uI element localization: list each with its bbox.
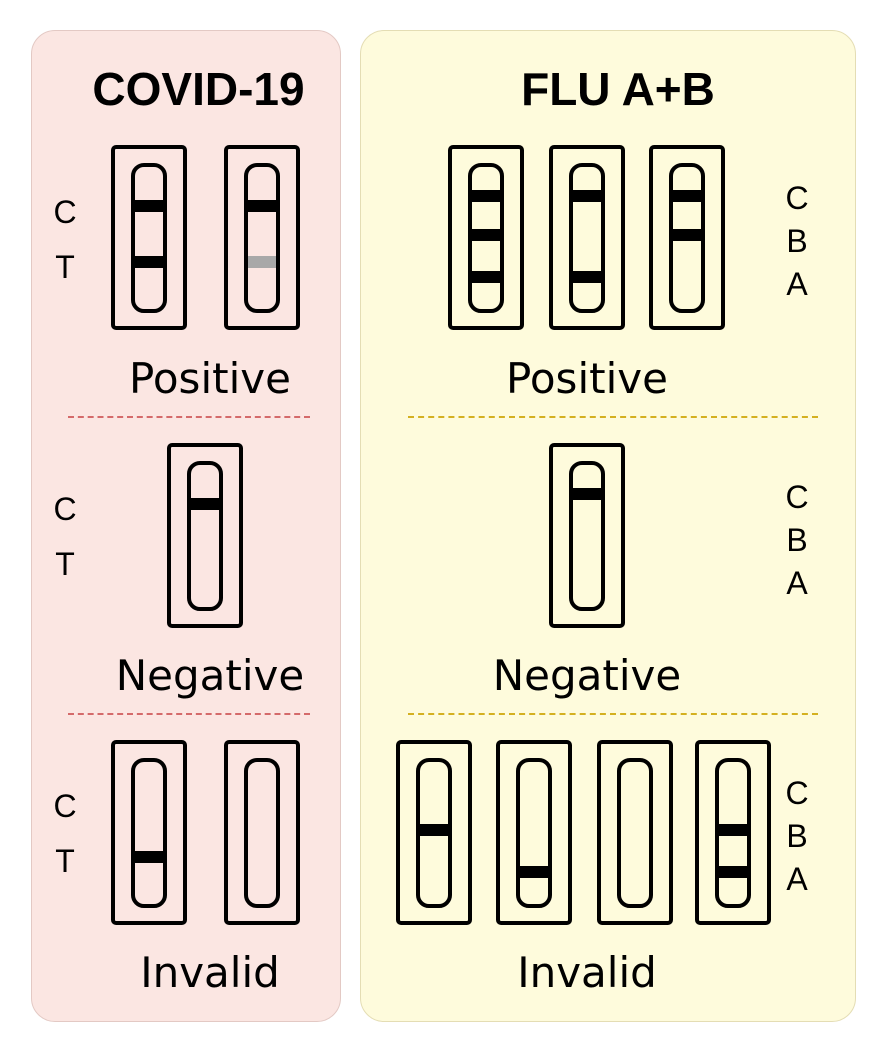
flu-result-invalid: Invalid (517, 948, 657, 997)
flu-band-c (472, 190, 500, 202)
covid-line-label-c: C (53, 788, 77, 824)
flu-result-window (715, 757, 751, 908)
flu-line-label-c: C (785, 775, 809, 811)
covid-result-window (244, 162, 280, 313)
covid-divider (68, 713, 310, 715)
covid-band-c (248, 200, 276, 212)
flu-test-cassette (649, 145, 725, 330)
covid-divider (68, 416, 310, 418)
flu-test-cassette (549, 443, 625, 628)
covid-band-t-faint (248, 256, 276, 268)
covid-line-label-t: T (55, 546, 75, 582)
covid-result-window (131, 757, 167, 908)
flu-result-window (569, 162, 605, 313)
covid-band-c (135, 200, 163, 212)
flu-band-c (573, 190, 601, 202)
flu-result-positive: Positive (506, 354, 668, 403)
covid-band-c (191, 498, 219, 510)
flu-line-label-b: B (786, 223, 808, 259)
flu-test-cassette (597, 740, 673, 925)
covid-test-cassette (224, 145, 300, 330)
flu-line-label-b: B (786, 522, 808, 558)
covid-test-cassette (224, 740, 300, 925)
flu-band-a (573, 271, 601, 283)
covid-test-cassette (167, 443, 243, 628)
flu-test-cassette (448, 145, 524, 330)
flu-band-c (573, 488, 601, 500)
flu-line-label-a: A (786, 266, 808, 302)
flu-line-label-a: A (786, 565, 808, 601)
covid-result-window (131, 162, 167, 313)
covid-result-window (244, 757, 280, 908)
flu-band-c (673, 190, 701, 202)
flu-band-a (472, 271, 500, 283)
flu-test-cassette (496, 740, 572, 925)
flu-line-label-a: A (786, 861, 808, 897)
flu-divider (408, 713, 818, 715)
flu-band-a (719, 866, 747, 878)
flu-result-window (416, 757, 452, 908)
flu-result-window (468, 162, 504, 313)
covid-band-t (135, 851, 163, 863)
covid-result-invalid: Invalid (140, 948, 280, 997)
flu-band-b (719, 824, 747, 836)
flu-line-label-c: C (785, 479, 809, 515)
flu-band-a (520, 866, 548, 878)
flu-band-b (472, 229, 500, 241)
covid-title: COVID-19 (92, 63, 305, 115)
covid-line-label-t: T (55, 249, 75, 285)
flu-result-window (617, 757, 653, 908)
flu-result-negative: Negative (492, 651, 682, 700)
covid-line-label-t: T (55, 843, 75, 879)
flu-result-window (516, 757, 552, 908)
flu-line-label-b: B (786, 818, 808, 854)
covid-line-label-c: C (53, 491, 77, 527)
covid-test-cassette (111, 145, 187, 330)
covid-result-positive: Positive (129, 354, 291, 403)
flu-divider (408, 416, 818, 418)
covid-result-negative: Negative (115, 651, 305, 700)
covid-band-t (135, 256, 163, 268)
flu-panel: FLU A+B (360, 30, 856, 1022)
flu-test-cassette (396, 740, 472, 925)
flu-result-window (669, 162, 705, 313)
flu-test-cassette (695, 740, 771, 925)
flu-line-label-c: C (785, 180, 809, 216)
flu-title: FLU A+B (521, 63, 715, 115)
flu-result-window (569, 460, 605, 611)
flu-band-b (673, 229, 701, 241)
flu-test-cassette (549, 145, 625, 330)
covid-result-window (187, 460, 223, 611)
flu-band-b (420, 824, 448, 836)
covid-line-label-c: C (53, 194, 77, 230)
covid-test-cassette (111, 740, 187, 925)
